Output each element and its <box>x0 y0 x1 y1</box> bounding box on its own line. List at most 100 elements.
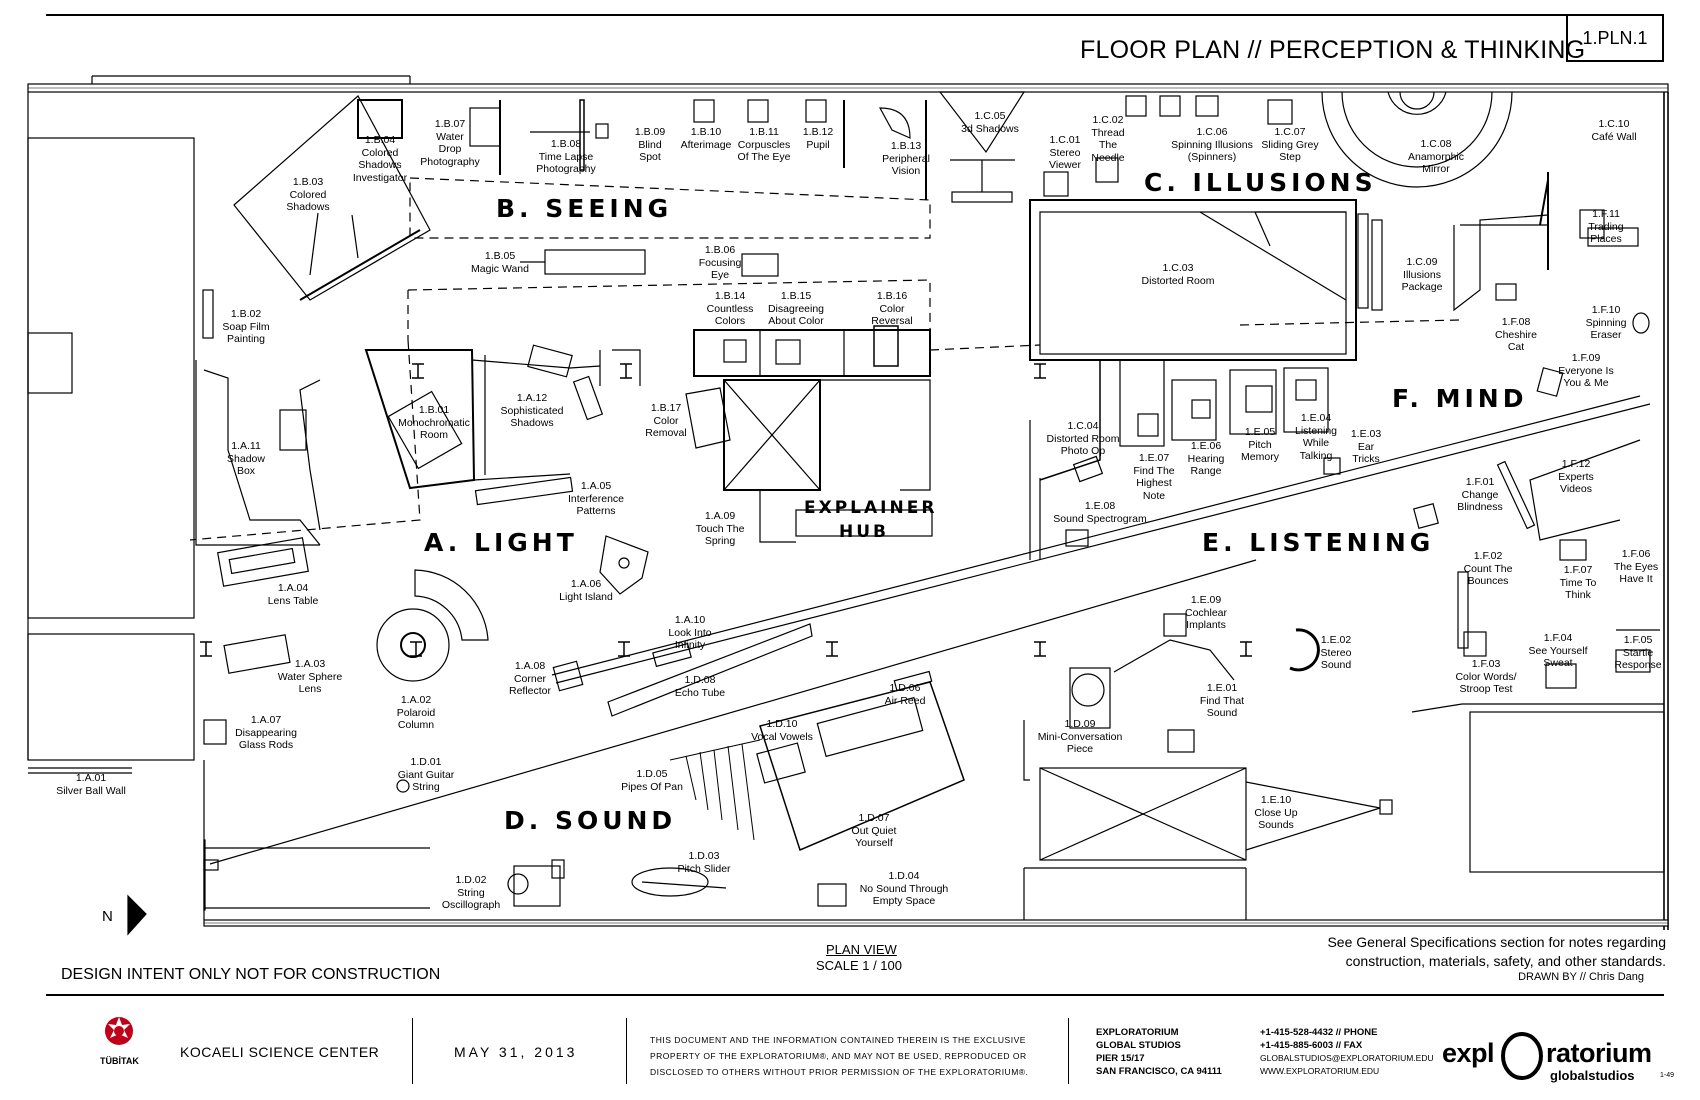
exhibit-code: 1.F.12 <box>1561 458 1591 470</box>
exhibit-name-line: Soap Film <box>222 320 270 333</box>
exhibit-code: 1.B.07 <box>434 118 466 130</box>
exhibit-name-line: Experts <box>1558 470 1594 483</box>
address-line-4: SAN FRANCISCO, CA 94111 <box>1096 1066 1222 1077</box>
divider-1 <box>412 1018 413 1084</box>
exhibit-name-line: Pupil <box>806 138 830 151</box>
exhibit-name-line: Sound Spectrogram <box>1053 512 1147 525</box>
address-line-2: GLOBAL STUDIOS <box>1096 1040 1181 1051</box>
exhibit-name-line: Light Island <box>559 590 613 603</box>
exhibit-name-line: Distorted Room <box>1046 432 1120 445</box>
exhibit-name-line: Box <box>236 465 256 477</box>
exhibit-code: 1.B.03 <box>292 176 324 188</box>
exhibit-code: 1.F.03 <box>1471 658 1501 670</box>
exhibit-name-line: Removal <box>645 427 687 439</box>
exhibit-name-line: The <box>1098 139 1118 151</box>
exhibit-name-line: Afterimage <box>680 138 732 151</box>
exhibit-code: 1.E.08 <box>1084 500 1116 512</box>
address-block: EXPLORATORIUM GLOBAL STUDIOS PIER 15/17 … <box>1096 1026 1222 1078</box>
zone-listening: E. LISTENING <box>1202 528 1435 557</box>
exhibit-name-line: Room <box>419 429 448 441</box>
exhibit-code: 1.E.06 <box>1190 440 1222 452</box>
exhibit-name-line: Change <box>1461 488 1499 501</box>
exhibit-name-line: The Eyes <box>1613 560 1659 573</box>
exhibit-name-line: Of The Eye <box>737 151 791 163</box>
exhibit-name-line: Mirror <box>1422 163 1450 175</box>
exhibit-code: 1.F.08 <box>1501 316 1531 328</box>
exhibit-name-line: Shadows <box>510 417 554 429</box>
issue-date: MAY 31, 2013 <box>454 1044 578 1060</box>
exhibit-name-line: Startle <box>1622 646 1654 659</box>
exhibit-code: 1.A.05 <box>580 480 612 492</box>
exhibit-name-line: Water <box>436 130 464 143</box>
exhibit-name-line: Sounds <box>1258 819 1294 831</box>
exhibit-name-line: While <box>1302 437 1330 449</box>
exhibit-code: 1.C.03 <box>1162 262 1194 274</box>
left-block-upper <box>27 137 195 619</box>
guitar-string <box>209 559 1257 865</box>
exhibit-name-line: Have It <box>1619 573 1653 585</box>
exhibit-name-line: Trading <box>1588 220 1624 233</box>
exhibit-name-line: Reversal <box>871 315 913 327</box>
exhibit-code: 1.A.01 <box>75 772 107 784</box>
exhibit-code: 1.B.13 <box>890 140 922 152</box>
exhibit-name-line: Time Lapse <box>538 150 594 163</box>
exhibit-code: 1.F.11 <box>1592 208 1620 220</box>
page-number: 1-49 <box>1660 1072 1675 1079</box>
exhibit-name-line: Giant Guitar <box>397 768 455 781</box>
address-line-3: PIER 15/17 <box>1096 1053 1145 1064</box>
exhibit-name-line: Range <box>1190 465 1222 477</box>
exhibit-name-line: Sweat <box>1543 657 1573 669</box>
contact-block: +1-415-528-4432 // PHONE +1-415-885-6003… <box>1260 1026 1434 1078</box>
exhibit-name-line: Painting <box>227 333 265 345</box>
exhibit-name-line: Photo Op <box>1060 445 1106 457</box>
exhibit-name-line: Spring <box>704 535 736 547</box>
exhibit-code: 1.B.12 <box>802 126 834 138</box>
exhibit-name-line: Package <box>1401 281 1443 293</box>
exhibit-name-line: Lens Table <box>267 594 319 607</box>
exhibit-code: 1.C.02 <box>1092 114 1124 126</box>
exhibit-name-line: Videos <box>1560 483 1592 495</box>
exhibit-name-line: See Yourself <box>1528 644 1588 657</box>
exhibit-name-line: Infinity <box>674 639 706 651</box>
exhibit-name-line: Blind <box>638 138 662 151</box>
email: GLOBALSTUDIOS@EXPLORATORIUM.EDU <box>1260 1053 1434 1063</box>
exhibit-code: 1.C.01 <box>1049 134 1081 146</box>
exhibit-code: 1.A.03 <box>294 658 326 670</box>
exhibit-code: 1.D.06 <box>889 682 921 694</box>
exhibit-name-line: Spinning <box>1585 316 1627 329</box>
exhibit-name-line: Viewer <box>1049 159 1081 171</box>
zone-explainer-hub: EXPLAINER HUB <box>804 496 934 544</box>
logo-ring <box>1501 1032 1543 1080</box>
exploratorium-logo: expl ratorium globalstudios <box>1442 1026 1652 1086</box>
north-label: N <box>102 908 113 925</box>
exhibit-code: 1.A.04 <box>277 582 309 594</box>
address-line-1: EXPLORATORIUM <box>1096 1027 1179 1038</box>
exhibit-code: 1.B.11 <box>749 126 779 138</box>
exhibit-name-line: Yourself <box>855 837 893 849</box>
tubitak-name: TÜBİTAK <box>100 1056 139 1066</box>
exhibit-name-line: Peripheral <box>882 152 930 165</box>
exhibit-code: 1.F.10 <box>1591 304 1621 316</box>
exhibit-code: 1.B.10 <box>690 126 722 138</box>
